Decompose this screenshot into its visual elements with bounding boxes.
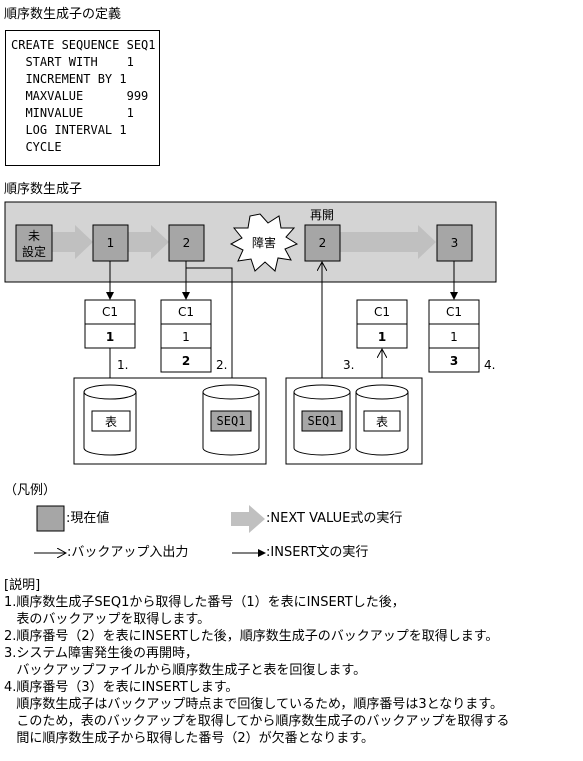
explanation-line: バックアップファイルから順序数生成子と表を回復します。 — [4, 663, 367, 678]
table-2-row-2: 2 — [182, 354, 190, 368]
sequence-definition-code: CREATE SEQUENCE SEQ1 START WITH 1 INCREM… — [11, 37, 156, 156]
table-4-row-1: 1 — [450, 330, 458, 344]
table-1-header: C1 — [102, 305, 118, 319]
restart-label: 再開 — [310, 208, 334, 222]
state-value-1: 1 — [107, 236, 115, 250]
step-label-4: 4. — [484, 358, 495, 372]
unset-state-box — [15, 224, 53, 262]
code-line: LOG INTERVAL 1 — [11, 123, 127, 137]
failure-label: 障害 — [252, 235, 276, 250]
state-value-2: 2 — [183, 236, 191, 250]
table-4: C1 1 3 — [428, 299, 480, 373]
next-value-arrow-3 — [340, 225, 436, 259]
state-value-3: 2 — [319, 236, 327, 250]
db-after-seq-label: SEQ1 — [308, 414, 337, 428]
code-line: MAXVALUE 999 — [11, 89, 149, 103]
table-2-header: C1 — [178, 305, 194, 319]
table-2-row-1: 1 — [182, 330, 190, 344]
explanation-title: [説明] — [4, 578, 41, 593]
next-value-arrow-2 — [128, 225, 169, 259]
step-label-3: 3. — [343, 358, 354, 372]
table-2: C1 1 2 — [160, 299, 212, 373]
db-before-table-label: 表 — [105, 415, 117, 429]
definition-title: 順序数生成子の定義 — [4, 7, 122, 22]
table-3-row-1: 1 — [378, 330, 386, 344]
next-value-arrow-1 — [52, 225, 93, 259]
explanation-line: 順序数生成子はバックアップ時点まで回復しているため，順序番号は3となります。 — [4, 697, 503, 712]
cylinder-table-before: 表 — [83, 384, 137, 456]
state-box-3 — [304, 224, 341, 262]
state-box-4 — [436, 224, 473, 262]
sequence-definition-box: CREATE SEQUENCE SEQ1 START WITH 1 INCREM… — [5, 30, 160, 166]
db-before-seq-label: SEQ1 — [217, 414, 246, 428]
step-label-2: 2. — [216, 358, 227, 372]
legend-backup-io: :バックアップ入出力 — [67, 545, 189, 560]
table-3: C1 1 — [356, 299, 408, 349]
table-1-row-1: 1 — [106, 330, 114, 344]
db-after-table-label: 表 — [376, 415, 388, 429]
explanation-line: 2.順序番号（2）を表にINSERTした後，順序数生成子のバックアップを取得しま… — [4, 629, 499, 644]
unset-label-line1: 未 — [28, 229, 40, 243]
failure-burst-icon — [229, 213, 299, 272]
unset-label-line2: 設定 — [22, 244, 46, 259]
cylinder-seq-before: SEQ1 — [202, 384, 260, 456]
table-4-row-2: 3 — [450, 354, 458, 368]
explanation-line: このため，表のバックアップを取得してから順序数生成子のバックアップを取得する — [4, 714, 510, 729]
legend-current-value: :現在値 — [66, 511, 110, 526]
diagram-title: 順序数生成子 — [4, 182, 83, 197]
explanation-line: 4.順序番号（3）を表にINSERTします。 — [4, 680, 239, 695]
table-4-header: C1 — [446, 305, 462, 319]
cylinder-seq-after: SEQ1 — [293, 384, 351, 456]
code-line: CYCLE — [11, 140, 62, 154]
state-box-1 — [92, 224, 129, 262]
step-label-1: 1. — [117, 358, 128, 372]
explanation-line: 間に順序数生成子から取得した番号（2）が欠番となります。 — [4, 731, 374, 746]
explanation-line: 3.システム障害発生後の再開時， — [4, 646, 199, 661]
code-line: START WITH 1 — [11, 55, 134, 69]
legend-next-value-arrow-icon — [231, 505, 265, 533]
explanation-line: 1.順序数生成子SEQ1から取得した番号（1）を表にINSERTした後， — [4, 595, 405, 610]
code-line: MINVALUE 1 — [11, 106, 134, 120]
explanation-line: 表のバックアップを取得します。 — [4, 612, 211, 627]
explanation-body: 1.順序数生成子SEQ1から取得した番号（1）を表にINSERTした後， 表のバ… — [4, 594, 580, 747]
state-box-2 — [168, 224, 205, 262]
code-line: INCREMENT BY 1 — [11, 72, 127, 86]
legend-current-value-swatch — [36, 505, 65, 532]
next-value-arrows — [52, 225, 436, 259]
table-3-header: C1 — [374, 305, 390, 319]
legend-insert-exec: :INSERT文の実行 — [266, 545, 369, 560]
cylinder-table-after: 表 — [355, 384, 409, 456]
table-1: C1 1 — [84, 299, 136, 349]
state-value-4: 3 — [451, 236, 459, 250]
code-line: CREATE SEQUENCE SEQ1 — [11, 38, 156, 52]
legend-title: （凡例） — [4, 483, 57, 498]
backup-arrow-seq — [186, 267, 232, 392]
legend-next-value: :NEXT VALUE式の実行 — [266, 511, 403, 526]
